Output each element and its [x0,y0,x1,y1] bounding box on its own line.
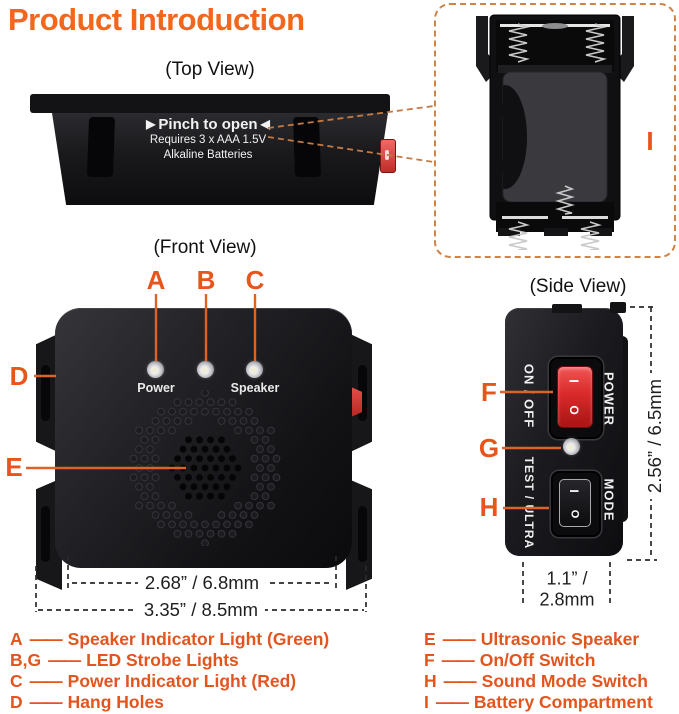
legend-key: D [10,692,23,712]
top-view-red-switch [380,139,396,173]
onoff-panel-label: ON / OFF [521,363,537,429]
front-inner-dimension: 2.68” / 6.8mm [137,572,267,594]
power-led-label: Power [137,381,175,395]
legend-key: E [424,629,436,649]
battery-requirement-line2: Alkaline Batteries [163,148,253,161]
callout-d: D [9,361,29,391]
power-panel-label: POWER [601,371,617,427]
side-width-dimension-line2: 2.8mm [539,589,595,609]
callout-i: I [646,126,654,156]
legend-text: Power Indicator Light (Red) [67,671,297,691]
callout-g: G [478,433,500,463]
front-view-label: (Front View) [153,237,257,258]
legend-text: On/Off Switch [479,650,596,670]
legend-text: Battery Compartment [473,692,653,712]
legend-item-h: H ——Sound Mode Switch [424,671,653,692]
legend-left-column: A——Speaker Indicator Light (Green) B,G——… [10,629,329,713]
legend-item-c: C ——Power Indicator Light (Red) [10,671,329,692]
callout-h: H [479,492,499,522]
legend-separator: —— [29,629,63,649]
battery-compartment-callout-box [434,3,676,258]
legend-key: B,G [10,650,42,670]
legend-text: Hang Holes [67,692,164,712]
strobe-led [197,361,214,378]
onoff-switch-on-mark: I [566,379,582,383]
legend-item-f: F ——On/Off Switch [424,650,653,671]
legend-key: H [424,671,437,691]
legend-separator: —— [435,692,469,712]
legend-item-e: E ——Ultrasonic Speaker [424,629,653,650]
side-strobe-led [563,438,580,455]
side-view-label: (Side View) [529,276,627,297]
arrow-right-icon: ▶ [146,117,156,131]
ultrasonic-speaker-grille [129,390,281,546]
callout-f: F [481,377,497,407]
side-view-top-tab [610,302,626,313]
callout-e: E [5,452,23,482]
battery-compartment-illustration [476,14,634,250]
speaker-indicator-led [246,361,263,378]
onoff-switch-off-mark: O [567,405,581,415]
side-width-dimension-line1: 1.1” / [546,568,588,589]
legend-item-i: I ——Battery Compartment [424,692,653,713]
legend-item-bg: B,G ——LED Strobe Lights [10,650,329,671]
mode-switch-test-mark: I [567,489,581,493]
side-width-dimension: 1.1” / 2.8mm [534,566,600,612]
legend-key: A [10,629,23,649]
test-ultra-panel-label: TEST / ULTRA [522,456,536,550]
top-view-mounting-plate [30,94,390,113]
page-title: Product Introduction [8,2,305,37]
legend-item-a: A ——Speaker Indicator Light (Green) [10,629,329,650]
pinch-to-open-text: Pinch to open [158,116,258,133]
side-view-top-step [552,304,582,313]
legend-separator: —— [441,650,475,670]
legend-separator: —— [48,650,81,670]
mode-switch-ultra-mark: O [568,509,581,519]
callout-c: C [245,265,265,295]
side-height-dimension: 2.56” / 6.5mm [642,372,668,500]
legend-key: C [10,671,23,691]
battery-requirement-line1: Requires 3 x AAA 1.5V [149,134,267,146]
legend-item-d: D ——Hang Holes [10,692,329,713]
mode-panel-label: MODE [601,478,617,522]
front-outer-dimension: 3.35” / 8.5mm [136,599,266,621]
arrow-left-icon: ◀ [260,117,270,131]
sound-mode-switch[interactable] [559,479,591,527]
legend-text: Speaker Indicator Light (Green) [67,629,330,649]
legend-key: F [424,650,435,670]
legend-key: I [424,692,429,712]
callout-a: A [146,265,166,295]
legend-text: Sound Mode Switch [481,671,648,691]
legend-text: LED Strobe Lights [86,650,239,670]
legend-separator: —— [442,629,476,649]
power-indicator-led [147,361,164,378]
legend-right-column: E——Ultrasonic Speaker F——On/Off Switch H… [424,629,653,713]
speaker-led-label: Speaker [230,381,280,395]
legend-separator: —— [443,671,477,691]
pinch-to-open-line: ▶Pinch to open◀ [103,116,313,133]
legend-text: Ultrasonic Speaker [480,629,640,649]
legend-separator: —— [29,692,63,712]
battery-instructions: ▶Pinch to open◀ Requires 3 x AAA 1.5V Al… [103,116,313,163]
legend-separator: —— [29,671,63,691]
onoff-switch[interactable] [557,366,593,428]
top-view-label: (Top View) [165,59,255,80]
callout-b: B [196,265,216,295]
